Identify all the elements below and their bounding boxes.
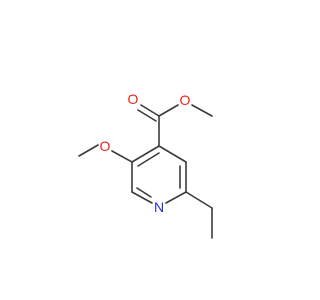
bond-c1-c3-inner: [137, 152, 160, 167]
bond-c5-ethyl-ch2: [185, 191, 213, 209]
bond-c1-methoxy-o: [111, 150, 133, 163]
bond-c3-c4: [158, 145, 187, 163]
bond-ester-o-methyl: [191, 104, 213, 117]
methoxy-oxygen-label: O: [100, 138, 111, 154]
bond-n-c6-inner: [136, 187, 152, 198]
bond-carbonyl-o-double-a: [140, 104, 160, 117]
ring-nitrogen-label: N: [154, 199, 164, 215]
ester-oxygen-label: O: [180, 92, 191, 108]
bond-c1-c3: [131, 145, 160, 163]
bond-methoxy-o-methyl: [78, 144, 99, 157]
bond-c5-n: [165, 191, 187, 204]
bond-n-c6: [131, 191, 153, 204]
bond-carbonyl-ester-o: [158, 104, 179, 117]
bond-carbonyl-o-double-b: [137, 109, 157, 122]
carbonyl-oxygen-label: O: [128, 91, 139, 107]
structure-diagram: O O O N: [78, 91, 213, 239]
